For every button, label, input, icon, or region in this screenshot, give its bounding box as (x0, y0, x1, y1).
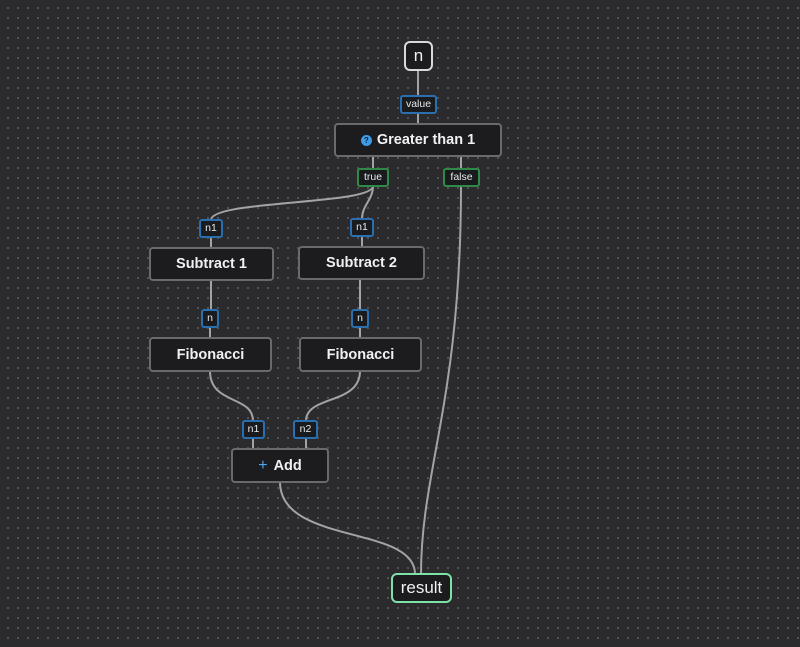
input-node-label: n (413, 46, 424, 65)
port-label: value (405, 98, 432, 111)
output-node-label: result (400, 578, 443, 597)
node-label: Subtract 1 (176, 256, 247, 272)
port-label: n (357, 312, 363, 325)
port-greater-value[interactable]: value (400, 95, 437, 114)
node-label: Subtract 2 (326, 255, 397, 271)
edge-fib2-to-add[interactable] (305, 370, 361, 422)
port-fib1-n[interactable]: n (201, 309, 219, 328)
port-label: n2 (299, 423, 312, 436)
node-fibonacci-1[interactable]: Fibonacci (149, 337, 272, 372)
output-node-result[interactable]: result (391, 573, 452, 603)
input-node-n[interactable]: n (404, 41, 433, 71)
port-subtract1-n1[interactable]: n1 (199, 219, 223, 238)
edge-true-to-subtract1[interactable] (210, 185, 374, 221)
port-add-n2[interactable]: n2 (293, 420, 318, 439)
node-label: Fibonacci (176, 346, 245, 363)
node-label: Fibonacci (326, 346, 395, 363)
port-label: n (207, 312, 213, 325)
question-icon: ? (360, 134, 372, 146)
port-label: true (363, 171, 383, 184)
plus-icon: + (258, 456, 268, 474)
edge-true-to-subtract2[interactable] (361, 185, 374, 220)
port-label: n1 (247, 423, 260, 436)
edge-false-to-result[interactable] (420, 185, 462, 575)
port-subtract2-n1[interactable]: n1 (350, 218, 374, 237)
port-label: n1 (356, 221, 368, 234)
port-label: false (450, 171, 473, 184)
port-label: n1 (205, 222, 217, 235)
port-add-n1[interactable]: n1 (242, 420, 265, 439)
node-label: Greater than 1 (376, 132, 476, 148)
port-fib2-n[interactable]: n (351, 309, 369, 328)
node-label: Add (273, 457, 302, 474)
edge-fib1-to-add[interactable] (209, 370, 254, 422)
node-greater-than-1[interactable]: ? Greater than 1 (334, 123, 502, 157)
port-greater-false[interactable]: false (443, 168, 480, 187)
edge-add-to-result[interactable] (279, 481, 416, 575)
port-greater-true[interactable]: true (357, 168, 389, 187)
node-subtract-2[interactable]: Subtract 2 (298, 246, 425, 280)
node-subtract-1[interactable]: Subtract 1 (149, 247, 274, 281)
node-fibonacci-2[interactable]: Fibonacci (299, 337, 422, 372)
node-add[interactable]: + Add (231, 448, 329, 483)
